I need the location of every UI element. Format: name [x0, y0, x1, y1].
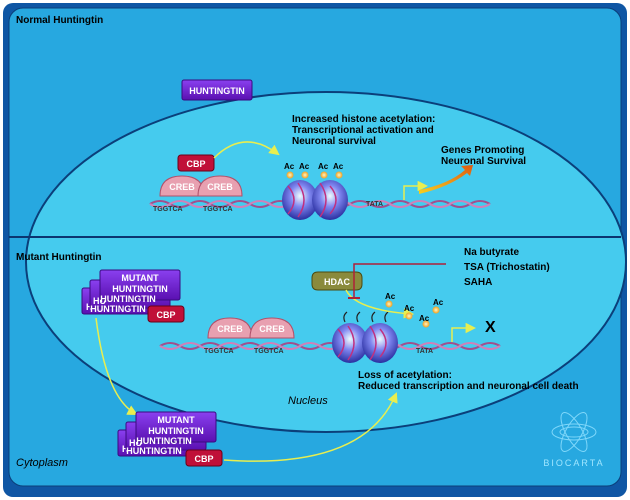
- hdac-inhibitor-line: [353, 263, 446, 298]
- acetylation-text-1: Increased histone acetylation:: [292, 114, 435, 125]
- mutant-tata: TATA: [416, 348, 433, 355]
- acetylation-text-2: Transcriptional activation and: [292, 125, 434, 136]
- cytoplasm-huntingtin-stack: H HU MUTANT HUNTINGTIN HUNTINGTIN HUNTIN…: [117, 411, 217, 457]
- nucleus-label: Nucleus: [288, 395, 328, 407]
- mutant-free-acetyl-groups: Ac Ac Ac Ac: [385, 292, 444, 328]
- transcription-blocked-mark: X: [485, 319, 496, 336]
- svg-text:BIOCARTA: BIOCARTA: [543, 458, 604, 468]
- genes-arrow: [419, 165, 473, 194]
- svg-text:HUNTINGTIN: HUNTINGTIN: [100, 294, 156, 304]
- mutant-site-1: TGGTCA: [204, 348, 234, 355]
- mutant-huntingtin-title: Mutant Huntingtin: [16, 252, 102, 263]
- svg-text:CREB: CREB: [207, 182, 233, 192]
- svg-text:CBP: CBP: [194, 454, 213, 464]
- hdac: HDAC: [311, 271, 363, 291]
- svg-text:MUTANT: MUTANT: [121, 273, 159, 283]
- svg-text:CBP: CBP: [156, 310, 175, 320]
- svg-text:H: H: [122, 444, 129, 454]
- svg-text:H: H: [86, 302, 93, 312]
- mutant-nucleosome: [332, 311, 398, 363]
- svg-text:Ac: Ac: [385, 292, 396, 301]
- inhibitor-saha: SAHA: [464, 277, 492, 288]
- mutant-dna-strand: [159, 342, 501, 350]
- inhibitor-tsa: TSA (Trichostatin): [464, 262, 550, 273]
- svg-text:CREB: CREB: [259, 324, 285, 334]
- inhibitor-na-butyrate: Na butyrate: [464, 247, 519, 258]
- mutant-huntingtin-stack: H HU MUTANT HUNTINGTIN HUNTINGTIN HUNTIN…: [81, 269, 181, 315]
- svg-text:Ac: Ac: [284, 162, 295, 171]
- svg-text:Ac: Ac: [318, 162, 329, 171]
- mutant-site-2: TGGTCA: [254, 348, 284, 355]
- cytoplasm-cbp-box: CBP: [185, 449, 223, 467]
- mutant-transcription-arrow: [451, 322, 477, 342]
- svg-text:MUTANT: MUTANT: [157, 415, 195, 425]
- svg-text:Ac: Ac: [404, 304, 415, 313]
- svg-text:Ac: Ac: [333, 162, 344, 171]
- normal-creb-2: CREB: [197, 175, 243, 197]
- svg-text:HUNTINGTIN: HUNTINGTIN: [112, 284, 168, 294]
- normal-huntingtin-box: HUNTINGTIN: [181, 79, 253, 101]
- svg-text:HU: HU: [129, 438, 142, 448]
- mutant-creb-2: CREB: [249, 317, 295, 339]
- svg-text:HUNTINGTIN: HUNTINGTIN: [126, 446, 182, 456]
- svg-text:CREB: CREB: [217, 324, 243, 334]
- acetylation-text-3: Neuronal survival: [292, 136, 376, 147]
- genes-text-1: Genes Promoting: [441, 145, 524, 156]
- svg-text:Ac: Ac: [419, 314, 430, 323]
- loss-text-1: Loss of acetylation:: [358, 370, 452, 381]
- normal-tata: TATA: [366, 201, 383, 208]
- export-arrow: [95, 317, 138, 415]
- svg-text:Ac: Ac: [433, 298, 444, 307]
- cytoplasm-label: Cytoplasm: [16, 457, 68, 469]
- svg-text:CREB: CREB: [169, 182, 195, 192]
- normal-transcription-arrow: [403, 180, 429, 200]
- svg-text:HDAC: HDAC: [324, 277, 350, 287]
- cbp-acetylation-arrow: [213, 141, 280, 159]
- svg-text:HUNTINGTIN: HUNTINGTIN: [148, 426, 204, 436]
- svg-text:HUNTINGTIN: HUNTINGTIN: [189, 86, 245, 96]
- cytoplasm-to-nucleus-arrow: [223, 392, 398, 462]
- genes-text-2: Neuronal Survival: [441, 156, 526, 167]
- svg-text:HU: HU: [93, 296, 106, 306]
- svg-text:HUNTINGTIN: HUNTINGTIN: [90, 304, 146, 314]
- hdac-deacetylation-arrow: [345, 289, 415, 319]
- normal-site-1: TGGTCA: [153, 206, 183, 213]
- svg-text:Ac: Ac: [299, 162, 310, 171]
- normal-site-2: TGGTCA: [203, 206, 233, 213]
- normal-huntingtin-title: Normal Huntingtin: [16, 15, 103, 26]
- svg-text:CBP: CBP: [186, 159, 205, 169]
- normal-acetyl-marks: Ac Ac Ac Ac: [284, 162, 344, 179]
- biocarta-logo: BIOCARTA: [543, 412, 604, 468]
- loss-text-2: Reduced transcription and neuronal cell …: [358, 381, 579, 392]
- normal-nucleosome: [282, 180, 348, 220]
- mutant-cbp-box: CBP: [147, 305, 185, 323]
- normal-cbp-box: CBP: [177, 154, 215, 172]
- svg-text:HUNTINGTIN: HUNTINGTIN: [136, 436, 192, 446]
